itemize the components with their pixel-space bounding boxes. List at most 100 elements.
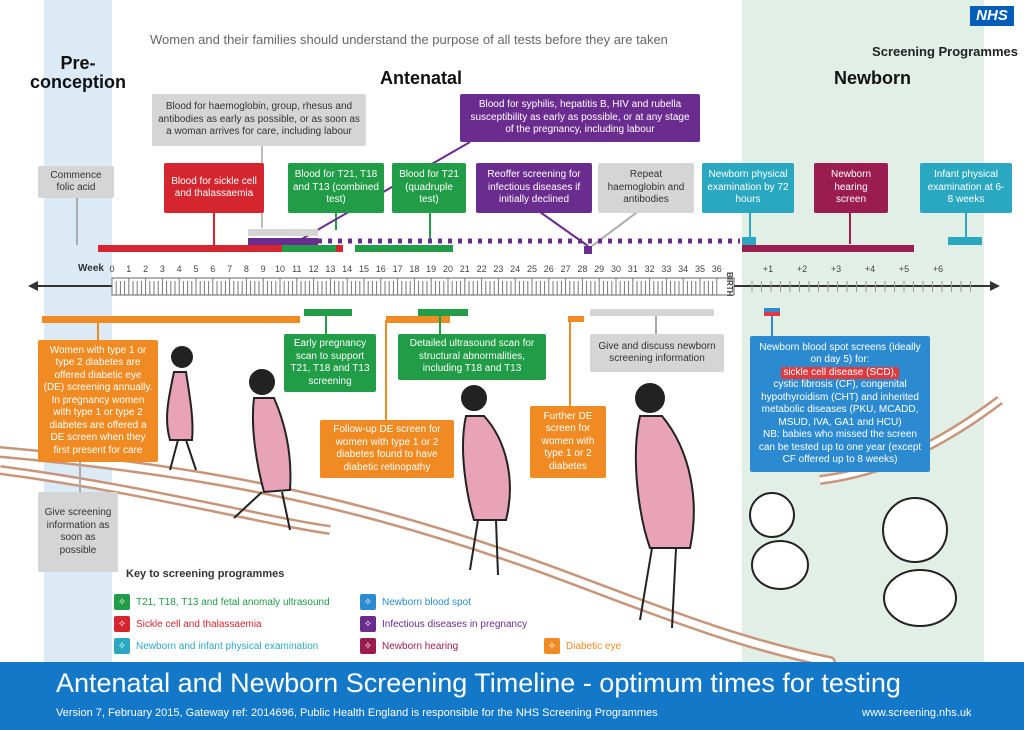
week-tick-label: 20 <box>442 264 453 274</box>
week-tick-label: 21 <box>459 264 470 274</box>
week-tick-label: 19 <box>426 264 437 274</box>
week-tick-label: 28 <box>577 264 588 274</box>
post-birth-tick-label: +1 <box>762 264 774 274</box>
week-tick-label: 23 <box>493 264 504 274</box>
post-birth-tick-label: +5 <box>898 264 910 274</box>
baby-figure-1 <box>749 492 809 590</box>
post-birth-tick-label: +3 <box>830 264 842 274</box>
key-item: ✧ Sickle cell and thalassaemia <box>114 616 262 632</box>
key-item: ✧ Newborn hearing <box>360 638 458 654</box>
key-item-label: Infectious diseases in pregnancy <box>382 618 528 630</box>
footer-title: Antenatal and Newborn Screening Timeline… <box>56 668 901 698</box>
week-tick-label: 22 <box>476 264 487 274</box>
week-tick-label: 4 <box>176 264 182 274</box>
week-tick-label: 7 <box>227 264 233 274</box>
week-tick-label: 15 <box>358 264 369 274</box>
phase-antenatal: Antenatal <box>380 68 463 88</box>
key-item: ✧ Newborn blood spot <box>360 594 471 610</box>
box-blood-group: Blood for haemoglobin, group, rhesus and… <box>152 94 366 146</box>
week-tick-label: 10 <box>274 264 285 274</box>
box-further-de: Further DE screen for women with type 1 … <box>530 406 606 478</box>
box-diabetic-eye: Women with type 1 or type 2 diabetes are… <box>38 340 158 462</box>
key-item-label: Diabetic eye <box>566 640 622 652</box>
box-folic-acid: Commence folic acid <box>38 166 114 198</box>
key-item: ✧ T21, T18, T13 and fetal anomaly ultraso… <box>114 594 330 610</box>
woman-figure-4 <box>634 383 695 629</box>
key-item-label: T21, T18, T13 and fetal anomaly ultrasou… <box>136 596 330 608</box>
key-item-label: Sickle cell and thalassaemia <box>136 618 262 630</box>
week-tick-label: 31 <box>627 264 638 274</box>
woman-figure-2 <box>233 369 292 531</box>
week-tick-label: 35 <box>694 264 705 274</box>
blood-spot-note: NB: babies who missed the screen can be … <box>758 429 922 465</box>
week-tick-label: 9 <box>260 264 266 274</box>
week-tick-label: 6 <box>210 264 216 274</box>
week-tick-label: 16 <box>375 264 386 274</box>
woman-figure-3 <box>461 385 511 576</box>
box-repeat-haemoglobin: Repeat haemoglobin and antibodies <box>598 163 694 213</box>
physical-exam-icon: ✧ <box>114 638 130 654</box>
blood-spot-intro: Newborn blood spot screens (ideally on d… <box>759 341 921 366</box>
baby-figure-2 <box>882 497 957 627</box>
box-give-information: Give screening information as soon as po… <box>38 492 118 572</box>
ultrasound-icon: ✧ <box>114 594 130 610</box>
key-item-label: Newborn and infant physical examination <box>136 640 319 652</box>
woman-figure-1 <box>166 346 197 471</box>
blood-spot-scd: sickle cell disease (SCD), <box>781 366 899 379</box>
footer-band <box>0 662 1024 730</box>
week-tick-label: 0 <box>109 264 115 274</box>
week-tick-label: 25 <box>526 264 537 274</box>
box-t21-combined: Blood for T21, T18 and T13 (combined tes… <box>288 163 384 213</box>
week-label: Week <box>78 263 104 274</box>
week-tick-label: 30 <box>610 264 621 274</box>
box-followup-de: Follow-up DE screen for women with type … <box>320 420 454 478</box>
key-item: ✧Diabetic eye <box>544 638 621 654</box>
box-early-scan: Early pregnancy scan to support T21, T18… <box>284 334 376 392</box>
week-tick-label: 14 <box>342 264 353 274</box>
key-item: ✧ Infectious diseases in pregnancy <box>360 616 527 632</box>
post-birth-tick-label: +6 <box>932 264 944 274</box>
week-tick-label: 34 <box>678 264 689 274</box>
week-tick-label: 18 <box>409 264 420 274</box>
week-tick-label: 5 <box>193 264 199 274</box>
post-birth-tick-label: +2 <box>796 264 808 274</box>
box-discuss-newborn: Give and discuss newborn screening infor… <box>590 334 724 372</box>
key-item-label: Newborn blood spot <box>382 596 471 608</box>
week-tick-label: 33 <box>661 264 672 274</box>
blood-spot-icon: ✧ <box>360 594 376 610</box>
box-infant-physical: Infant physical examination at 6-8 weeks <box>920 163 1012 213</box>
key-item: ✧ Newborn and infant physical examination <box>114 638 318 654</box>
box-newborn-hearing: Newborn hearing screen <box>814 163 888 213</box>
hearing-icon: ✧ <box>360 638 376 654</box>
box-blood-infectious: Blood for syphilis, hepatitis B, HIV and… <box>460 94 700 142</box>
week-tick-label: 11 <box>292 264 302 274</box>
week-tick-label: 26 <box>543 264 554 274</box>
post-birth-tick-label: +4 <box>864 264 876 274</box>
box-detailed-scan: Detailed ultrasound scan for structural … <box>398 334 546 380</box>
sickle-cell-icon: ✧ <box>114 616 130 632</box>
week-tick-label: 8 <box>243 264 249 274</box>
week-tick-label: 36 <box>711 264 722 274</box>
key-title: Key to screening programmes <box>126 568 285 580</box>
box-t21-quadruple: Blood for T21 (quadruple test) <box>392 163 466 213</box>
infectious-diseases-icon: ✧ <box>360 616 376 632</box>
week-tick-label: 17 <box>392 264 403 274</box>
box-sickle-cell: Blood for sickle cell and thalassaemia <box>164 163 264 213</box>
week-tick-label: 2 <box>143 264 149 274</box>
week-tick-label: 12 <box>308 264 319 274</box>
box-newborn-physical: Newborn physical examination by 72 hours <box>702 163 794 213</box>
footer-subtitle: Version 7, February 2015, Gateway ref: 2… <box>56 707 658 719</box>
timeline-diagram <box>0 141 1003 662</box>
footer-url[interactable]: www.screening.nhs.uk <box>862 707 972 719</box>
blood-spot-conditions: cystic fibrosis (CF), congenital hypothy… <box>761 379 919 428</box>
box-reoffer: Reoffer screening for infectious disease… <box>476 163 592 213</box>
nhs-logo: NHS <box>970 6 1014 26</box>
week-tick-label: 32 <box>644 264 655 274</box>
key-item-label: Newborn hearing <box>382 640 459 652</box>
week-tick-label: 24 <box>510 264 521 274</box>
week-tick-label: 3 <box>159 264 165 274</box>
week-tick-label: 27 <box>560 264 571 274</box>
box-blood-spot: Newborn blood spot screens (ideally on d… <box>750 336 930 472</box>
week-tick-label: 13 <box>325 264 336 274</box>
birth-label: BIRTH <box>725 272 734 297</box>
